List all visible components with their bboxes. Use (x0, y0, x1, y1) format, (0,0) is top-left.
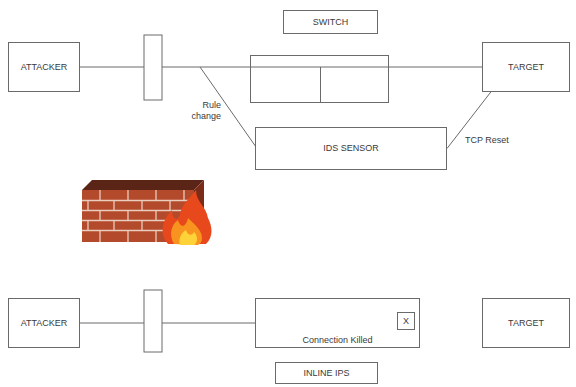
ids-sensor-box: IDS SENSOR (255, 127, 447, 170)
inline-ips-box: Connection Killed X (255, 298, 420, 348)
host-box: TARGET (482, 298, 570, 348)
switch-port (320, 67, 321, 102)
host-box: TARGET (482, 42, 570, 92)
node-text: TARGET (508, 318, 544, 328)
connector-line (80, 67, 482, 68)
connector-line (80, 323, 255, 324)
switch-label-box: SWITCH (283, 10, 378, 34)
firewall-bar (144, 290, 162, 352)
firewall-bar (144, 35, 162, 100)
switch-body (251, 56, 389, 103)
node-text: IDS SENSOR (323, 143, 379, 153)
node-text: Connection Killed (302, 335, 372, 345)
firewall-icon (82, 180, 212, 245)
node-text: TARGET (508, 62, 544, 72)
node-text: X (403, 316, 409, 326)
node-text: INLINE IPS (303, 368, 349, 378)
node-text: ATTACKER (21, 318, 68, 328)
ips-label-box: INLINE IPS (275, 362, 378, 384)
node-text: SWITCH (313, 17, 349, 27)
edge-label: TCP Reset (464, 135, 510, 146)
host-box: ATTACKER (8, 298, 80, 348)
kill-marker-box: X (397, 312, 415, 330)
host-box: ATTACKER (8, 42, 80, 92)
node-text: ATTACKER (21, 62, 68, 72)
annotation-label: Rule change (172, 100, 222, 123)
